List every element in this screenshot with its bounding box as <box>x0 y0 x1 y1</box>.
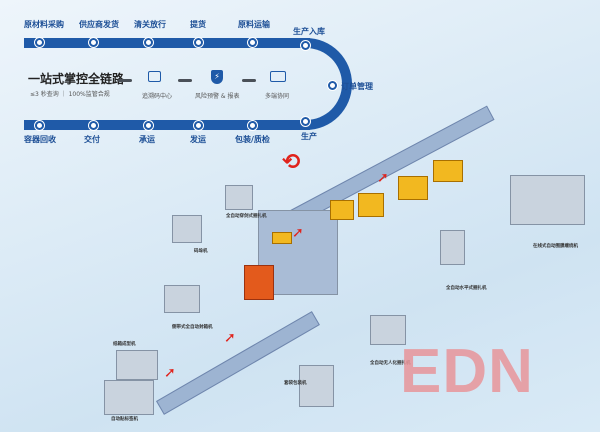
headline: 一站式掌控全链路 <box>28 72 125 86</box>
refresh-arrows-icon: ⟲ <box>282 150 301 175</box>
machine-label: 套袋包装机 <box>284 381 307 386</box>
machine-label: 侧带式全自动封箱机 <box>172 325 213 330</box>
flow-arrow-icon: ➚ <box>377 170 389 186</box>
step-supplier-shipping: 供应商发货 <box>79 20 119 29</box>
step-order-management: 订单管理 <box>341 82 373 91</box>
trace-center-icon <box>148 71 161 82</box>
machine-label: 全自动穿剑式捆扎机 <box>226 214 267 219</box>
step-delivery: 交付 <box>84 135 100 144</box>
step-packaging-qc: 包装/质检 <box>235 135 270 144</box>
flow-arrow-icon: ➚ <box>292 225 304 241</box>
subline: ≤3 秒查询 ｜ 100%监管合规 <box>30 91 110 98</box>
machine-label: 自动贴标签机 <box>111 417 138 422</box>
machine-label: 在线式自动围膜缠绕机 <box>533 244 578 249</box>
step-customs-clearance: 清关放行 <box>134 20 166 29</box>
step-raw-material-purchase: 原材料采购 <box>24 20 64 29</box>
machine-label: 码垛机 <box>194 249 208 254</box>
step-carrier: 承运 <box>139 135 155 144</box>
step-container-recycling: 容器回收 <box>24 135 56 144</box>
step-production-warehousing: 生产入库 <box>293 27 325 36</box>
step-raw-transport: 原料运输 <box>238 20 270 29</box>
feature-label: 追溯码中心 <box>142 93 173 100</box>
shield-icon: ⚡ <box>211 70 223 84</box>
devices-icon <box>270 71 286 82</box>
step-pickup: 提货 <box>190 20 206 29</box>
machine-label: 纸箱成型机 <box>113 342 136 347</box>
flow-arrow-icon: ➚ <box>164 365 176 381</box>
flow-arrow-icon: ➚ <box>224 330 236 346</box>
step-production: 生产 <box>301 132 317 141</box>
watermark: EDN <box>400 337 534 406</box>
feature-label: 多端协同 <box>265 93 290 100</box>
feature-label: 风险预警 & 报表 <box>195 93 240 100</box>
step-dispatch: 发运 <box>190 135 206 144</box>
machine-label: 全自动无人化捆扎机 <box>370 361 411 366</box>
machine-label: 全自动水平式捆扎机 <box>446 286 487 291</box>
